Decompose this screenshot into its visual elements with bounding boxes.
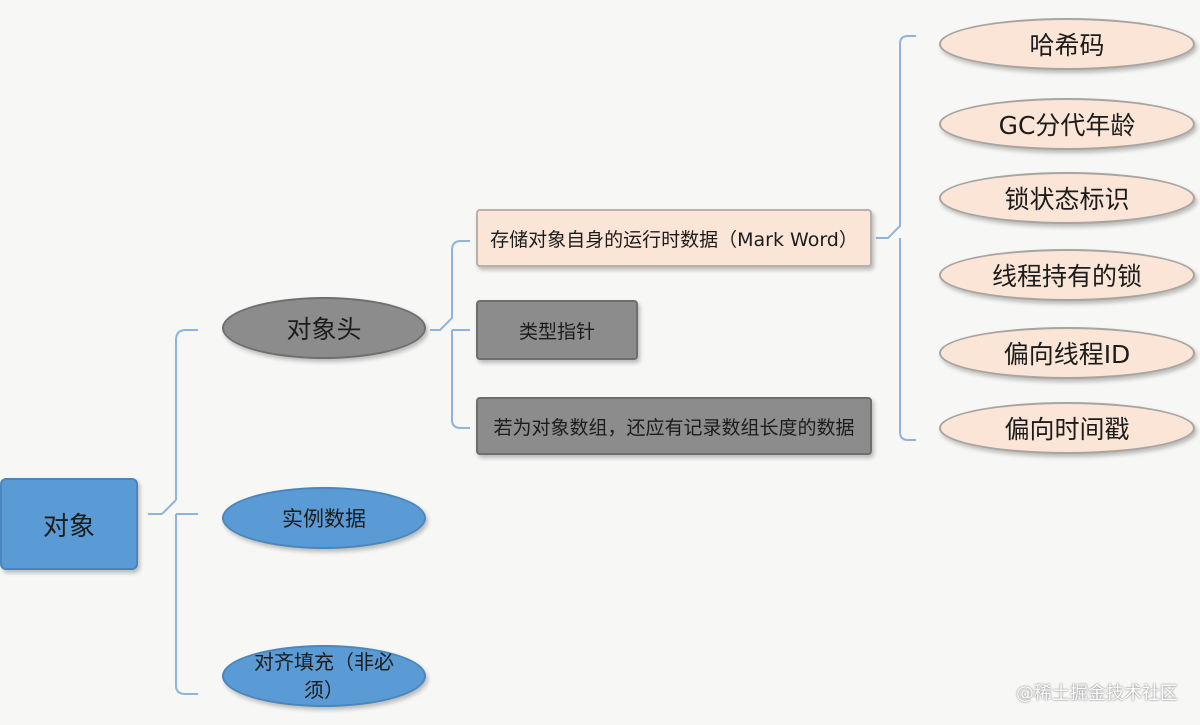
- object-node: 对象: [0, 478, 138, 570]
- padding-node: 对齐填充（非必须）: [222, 645, 426, 707]
- watermark: @稀土掘金技术社区: [1016, 683, 1178, 704]
- class-pointer-node: 类型指针: [476, 300, 638, 360]
- array-length-node: 若为对象数组，还应有记录数组长度的数据: [476, 397, 872, 455]
- mark-item-lock-state: 锁状态标识: [939, 172, 1195, 224]
- instance-data-node: 实例数据: [222, 487, 426, 549]
- object-header-node: 对象头: [222, 297, 426, 359]
- mark-item-gc-age: GC分代年龄: [939, 98, 1195, 150]
- mark-item-hashcode: 哈希码: [939, 18, 1195, 70]
- markword-bracket: [876, 35, 916, 441]
- mark-word-node: 存储对象自身的运行时数据（Mark Word）: [476, 209, 872, 267]
- header-bracket: [430, 240, 470, 429]
- mark-item-biased-timestamp: 偏向时间戳: [939, 402, 1195, 454]
- mark-item-biased-thread-id: 偏向线程ID: [939, 327, 1195, 379]
- root-bracket: [148, 329, 198, 695]
- mark-item-thread-lock: 线程持有的锁: [939, 249, 1195, 301]
